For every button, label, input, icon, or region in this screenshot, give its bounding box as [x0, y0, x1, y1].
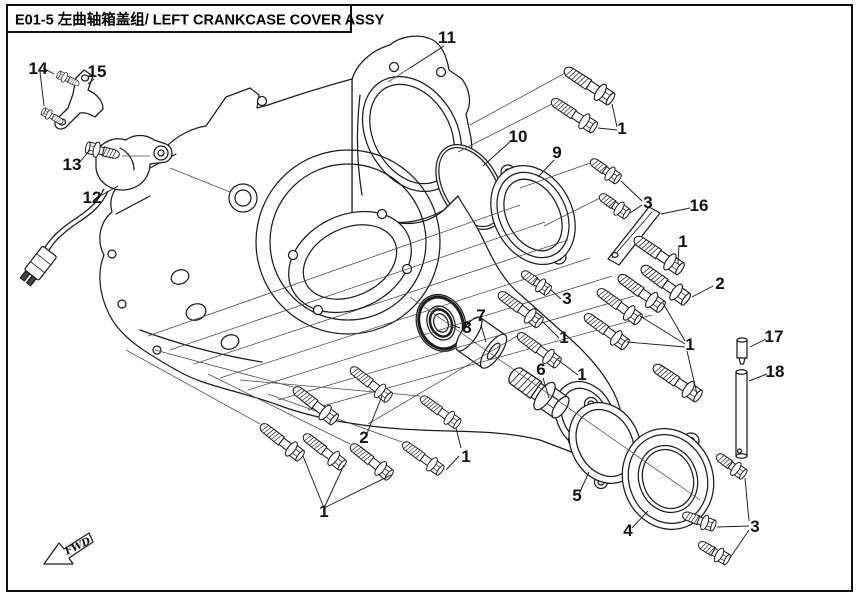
callout-1-center: 1	[577, 365, 586, 384]
callout-3-bottom-right: 3	[750, 517, 759, 536]
callout-1-bottom-mid: 1	[461, 447, 470, 466]
callout-7: 7	[476, 306, 485, 325]
part-16-plate	[607, 206, 661, 266]
callout-17: 17	[765, 327, 784, 346]
exploded-axis-lines	[122, 45, 701, 501]
callout-12: 12	[83, 188, 102, 207]
part-12-sensor	[19, 134, 173, 287]
page-border	[6, 4, 853, 592]
callout-15: 15	[88, 62, 107, 81]
fwd-arrow-icon	[43, 532, 94, 565]
callout-16: 16	[690, 196, 709, 215]
title-box	[6, 4, 352, 33]
callout-2-right: 2	[715, 274, 724, 293]
callout-4: 4	[623, 521, 633, 540]
callout-3-middle: 3	[562, 289, 571, 308]
callout-1-right-lower: 1	[685, 335, 694, 354]
callout-1-middle: 1	[559, 328, 568, 347]
callout-1-right: 1	[678, 232, 687, 251]
sensor-connector	[19, 246, 57, 287]
callout-8: 8	[462, 318, 471, 337]
callout-18: 18	[766, 362, 785, 381]
part-4-round-cover	[621, 428, 715, 530]
title-block: E01-5 左曲轴箱盖组/ LEFT CRANKCASE COVER ASSY	[6, 4, 385, 33]
callout-13: 13	[63, 155, 82, 174]
part-17-dowel-pin	[736, 337, 748, 365]
callout-10: 10	[509, 127, 528, 146]
callout-9: 9	[552, 143, 561, 162]
callout-1-bottom-left: 1	[319, 502, 328, 521]
callout-labels: 14 15 13 12 11 1 10 9 3 16 1 2 3 1 1 8 7…	[29, 28, 785, 540]
part-6-large-bolt	[508, 367, 570, 419]
diagram-title: E01-5 左曲轴箱盖组/ LEFT CRANKCASE COVER ASSY	[15, 11, 385, 29]
part-18-rod	[735, 369, 748, 459]
callout-6: 6	[536, 360, 545, 379]
callout-3-right-upper: 3	[643, 193, 652, 212]
callout-14: 14	[29, 59, 48, 78]
part-7-spacer	[455, 316, 508, 369]
callout-1-top-right: 1	[617, 119, 626, 138]
callout-5: 5	[572, 486, 581, 505]
callout-2-bottom: 2	[359, 428, 368, 447]
callout-leader-lines	[39, 45, 768, 559]
callout-11: 11	[438, 28, 456, 47]
part-9-oval-cover	[490, 164, 576, 266]
